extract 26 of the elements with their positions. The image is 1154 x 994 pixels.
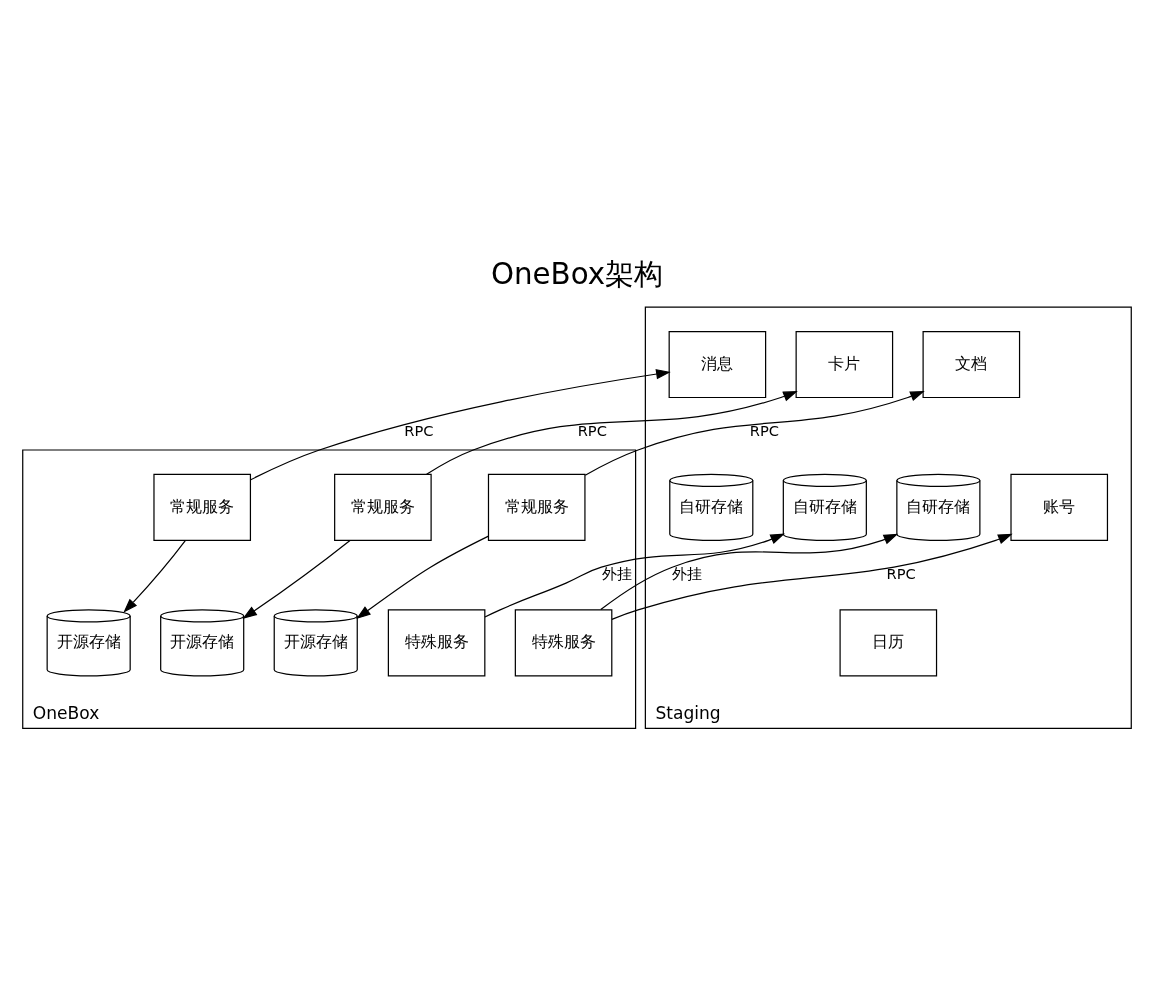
arrow [584, 390, 925, 476]
arrow [484, 533, 785, 618]
arrow [356, 535, 490, 620]
node-box: 常规服务 [487, 473, 586, 541]
edge-label: RPC [749, 422, 780, 440]
arrow [425, 391, 798, 475]
arrow [250, 369, 671, 481]
node-box: 文档 [922, 330, 1021, 399]
arrow [600, 533, 899, 611]
node-box: 常规服务 [153, 473, 252, 541]
diagram-title: OneBox架构 [490, 257, 664, 292]
arrow [123, 539, 186, 613]
node-box: 消息 [668, 330, 767, 399]
edge-label: RPC [886, 564, 916, 582]
arrow [611, 533, 1013, 620]
edge-label: 外挂 [601, 564, 632, 582]
arrow [242, 539, 351, 619]
edge-label: 外挂 [672, 564, 703, 582]
node-box: 特殊服务 [387, 609, 486, 677]
node-box: 账号 [1010, 473, 1109, 541]
edge-label: RPC [404, 422, 434, 440]
edge-label: RPC [577, 422, 607, 440]
node-box: 日历 [839, 609, 938, 677]
node-box: 常规服务 [334, 473, 432, 541]
node-box: 卡片 [795, 330, 894, 399]
node-box: 特殊服务 [514, 609, 613, 677]
